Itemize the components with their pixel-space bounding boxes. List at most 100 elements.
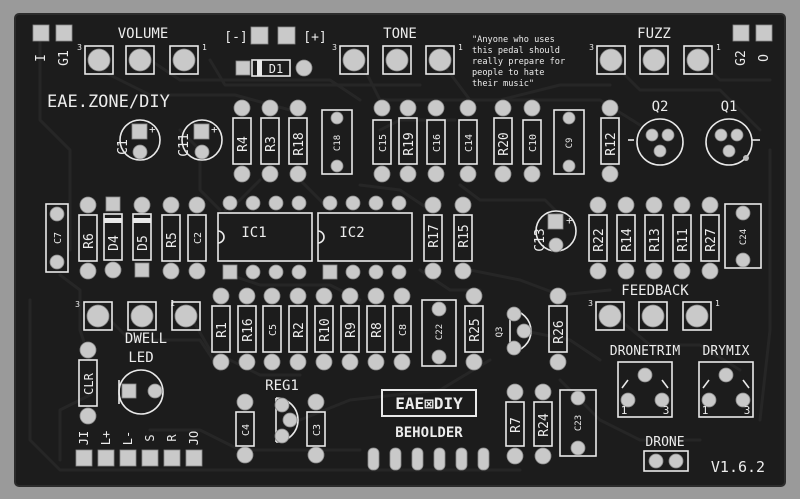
svg-text:C14: C14 (464, 134, 475, 152)
svg-text:IC1: IC1 (241, 225, 266, 241)
cap-c3: C3 (306, 393, 326, 464)
resistor-r22: R22 (588, 196, 608, 280)
svg-text:C2: C2 (193, 232, 204, 244)
c11-label: C11 (177, 133, 192, 156)
copper-traces (28, 38, 772, 472)
c1-label: C1 (116, 139, 131, 155)
cap-c11: + C11 (177, 119, 223, 161)
quote-line-2: this pedal should (472, 46, 560, 56)
svg-text:R27: R27 (704, 228, 719, 251)
cap-c14: C14 (458, 99, 478, 183)
logo-text: EAE⊠DIY (395, 394, 463, 413)
io-pad-input (32, 24, 50, 42)
io-pad-output (755, 24, 773, 42)
pot-feedback-label: FEEDBACK (621, 283, 689, 299)
svg-text:DRONE: DRONE (645, 435, 684, 450)
svg-text:1: 1 (170, 299, 175, 308)
cap-c15: C15 (372, 99, 392, 183)
svg-text:C8: C8 (398, 324, 409, 336)
resistor-r26: R26 (548, 287, 568, 371)
power-positive-pad (277, 26, 296, 45)
svg-text:C15: C15 (378, 134, 389, 152)
svg-text:C22: C22 (435, 324, 445, 340)
svg-text:R9: R9 (344, 322, 359, 338)
svg-text:IC2: IC2 (339, 225, 364, 241)
svg-text:D5: D5 (136, 235, 151, 251)
svg-text:1: 1 (621, 404, 628, 417)
svg-text:R13: R13 (648, 228, 663, 251)
svg-text:R17: R17 (427, 224, 442, 247)
resistor-r15: R15 (453, 196, 473, 280)
drymix-label: DRYMIX (703, 344, 750, 359)
regulator-reg1: REG1 (265, 378, 299, 444)
quote-line-1: "Anyone who uses (472, 35, 555, 45)
svg-text:D4: D4 (107, 235, 122, 251)
resistor-clr: CLR (78, 341, 98, 425)
svg-text:LED: LED (128, 350, 153, 366)
resistor-r1: R1 (211, 287, 231, 371)
cap-c4: C4 (235, 393, 255, 464)
trimmer-dronetrim: DRONETRIM 1 3 (610, 344, 680, 418)
pot-fuzz: FUZZ 3 1 (589, 26, 721, 75)
svg-text:R2: R2 (292, 322, 307, 338)
svg-text:R19: R19 (402, 132, 417, 155)
svg-text:C13: C13 (533, 228, 548, 251)
power-pads: [-] [+] (224, 26, 327, 45)
pot-volume-pin1: 1 (202, 43, 207, 52)
svg-text:C7: C7 (53, 232, 64, 244)
svg-text:R5: R5 (165, 232, 180, 248)
cap-c23: C23 (559, 389, 597, 457)
power-negative-pad (250, 26, 269, 45)
svg-text:C18: C18 (333, 135, 343, 151)
transistor-q1: Q1 (705, 99, 760, 166)
led: LED (118, 350, 164, 415)
svg-text:3: 3 (663, 404, 670, 417)
svg-text:R11: R11 (676, 228, 691, 251)
cap-c13: + C13 (533, 210, 577, 253)
quote-line-5: their music" (472, 79, 534, 89)
svg-text:C3: C3 (312, 424, 323, 436)
svg-text:3: 3 (589, 43, 594, 52)
svg-text:Q2: Q2 (652, 99, 669, 115)
diode-d5: D5 (132, 196, 152, 278)
svg-text:R22: R22 (592, 228, 607, 251)
resistor-r27: R27 (700, 196, 720, 280)
svg-text:3: 3 (588, 299, 593, 308)
io-label-lplus: L+ (99, 431, 113, 445)
cap-c9: C9 (553, 109, 585, 175)
resistor-r2: R2 (288, 287, 308, 371)
resistor-r19: R19 (398, 99, 418, 183)
io-label-jo: JO (187, 431, 201, 445)
silkscreen-quote: "Anyone who uses this pedal should reall… (472, 35, 565, 89)
svg-text:+: + (566, 214, 573, 227)
quote-line-4: people to hate (472, 68, 544, 78)
io-pad-ground-1 (55, 24, 73, 42)
svg-text:C23: C23 (574, 415, 584, 431)
cap-c1: + C1 (116, 119, 161, 161)
svg-text:R4: R4 (236, 136, 251, 152)
io-label-ground-2: G2 (734, 50, 749, 66)
d1-label: D1 (269, 62, 283, 76)
io-pads-bottom: JI L+ L- S R JO (75, 431, 203, 467)
resistor-r18: R18 (288, 99, 308, 183)
io-pad-ground-2 (732, 24, 750, 42)
svg-text:Q3: Q3 (495, 327, 505, 338)
svg-text:R16: R16 (241, 318, 256, 341)
cap-c18: C18 (321, 109, 353, 175)
version-label: V1.6.2 (711, 458, 765, 476)
svg-text:Q1: Q1 (721, 99, 738, 115)
io-label-ji: JI (77, 431, 91, 445)
diode-d4: D4 (103, 196, 123, 279)
diode-d1: D1 (235, 59, 313, 77)
svg-text:C10: C10 (528, 134, 539, 152)
ic-ic1: IC1 (217, 195, 313, 280)
svg-text:R12: R12 (604, 132, 619, 155)
svg-text:R8: R8 (370, 322, 385, 338)
resistor-r25: R25 (464, 287, 484, 371)
resistor-r10: R10 (314, 287, 334, 371)
resistor-r13: R13 (644, 196, 664, 280)
cap-c10: C10 (522, 99, 542, 183)
cap-c5: C5 (262, 287, 282, 371)
svg-text:C16: C16 (432, 134, 443, 152)
